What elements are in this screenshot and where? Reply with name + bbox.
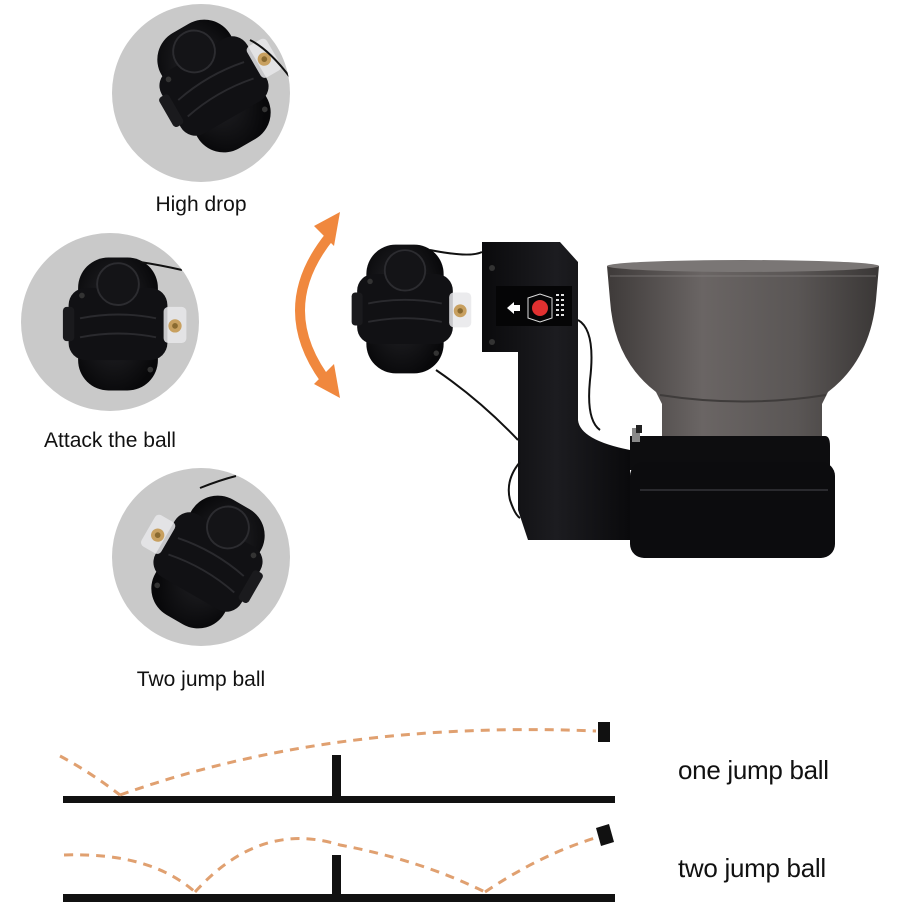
two-jump-label: Two jump ball	[136, 668, 266, 691]
one-jump-ball-label: one jump ball	[678, 755, 829, 785]
double-curved-arrow-icon	[295, 212, 340, 398]
two-jump-thumbnail	[112, 468, 290, 646]
robot-base	[630, 425, 835, 558]
high-drop-label: High drop	[155, 193, 247, 216]
launcher-head	[350, 243, 473, 375]
robot-arm	[429, 242, 630, 540]
two-jump-ball-label: two jump ball	[678, 853, 826, 883]
attack-ball-thumbnail	[21, 233, 199, 411]
one-jump-diagram	[59, 722, 615, 803]
two-jump-diagram	[63, 824, 615, 902]
high-drop-thumbnail	[112, 4, 290, 182]
ball-hopper	[607, 260, 879, 445]
attack-ball-label: Attack the ball	[44, 429, 176, 452]
